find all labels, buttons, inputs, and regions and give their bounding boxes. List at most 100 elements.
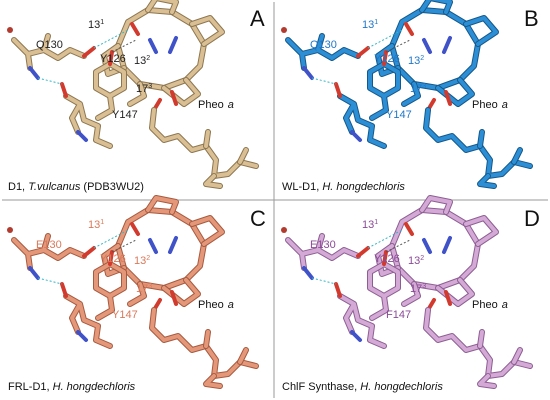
nitrogen-bond [148, 38, 158, 54]
nitrogen-bond [168, 236, 178, 254]
nitrogen-bond [168, 36, 178, 54]
oxygen-bond [444, 90, 452, 106]
position-17-3-label: 173 [136, 283, 152, 295]
residue-130-label: Q130 [310, 39, 337, 51]
residue-147-nitrogen [350, 330, 362, 342]
position-17-3-label: 173 [410, 283, 426, 295]
panel-letter: B [524, 6, 539, 31]
residue-126-label: Y126 [100, 253, 126, 265]
residue-130-label: E130 [310, 239, 336, 251]
residue-147-oxygen [60, 82, 68, 98]
residue-130-oxygen [82, 46, 96, 58]
panel-caption: D1, T.vulcanus (PDB3WU2) [8, 181, 144, 193]
hydrogen-bond [367, 229, 403, 249]
position-13-1-label: 131 [362, 19, 378, 31]
hydrogen-bond [93, 229, 129, 249]
hydrogen-bond [311, 277, 337, 285]
ring-bond [420, 196, 452, 214]
residue-130-oxygen [356, 46, 370, 58]
residue-147-label: Y147 [112, 109, 138, 121]
residue-147-label: F147 [386, 309, 411, 321]
position-13-1-label: 131 [88, 219, 104, 231]
ring-bond [402, 282, 420, 306]
oxygen-bond [130, 222, 140, 236]
panel-caption: WL-D1, H. hongdechloris [282, 181, 405, 193]
hydrogen-bond [37, 277, 63, 285]
nitrogen-bond [442, 236, 452, 254]
residue-147-chain [338, 294, 386, 348]
hydrogen-bond [111, 39, 137, 53]
residue-130-oxygen [82, 246, 96, 258]
position-13-1-label: 131 [88, 19, 104, 31]
water-molecule [7, 227, 13, 233]
residue-130-chain [286, 234, 360, 270]
residue-130-label: Q130 [36, 39, 63, 51]
residue-147-chain [338, 94, 386, 148]
residue-147-nitrogen [350, 130, 362, 142]
residue-126-label: Y126 [374, 53, 400, 65]
water-molecule [281, 27, 287, 33]
residue-130-oxygen [356, 246, 370, 258]
ring-bond [128, 82, 146, 106]
ring-bond [390, 8, 480, 90]
hydrogen-bond [367, 29, 403, 49]
phytyl-branch [204, 330, 248, 388]
hydrogen-bond [37, 77, 63, 85]
residue-147-oxygen [334, 282, 342, 298]
residue-126-label: Y126 [100, 53, 126, 65]
ring-bond [128, 282, 146, 306]
residue-130-nitrogen [28, 66, 40, 80]
residue-130-nitrogen [28, 266, 40, 280]
position-17-3-label: 173 [136, 83, 152, 95]
position-17-3-label: 173 [410, 83, 426, 95]
phytyl-branch [204, 130, 248, 188]
water-molecule [7, 27, 13, 33]
ring-bond [402, 82, 420, 106]
phytyl-branch [478, 130, 522, 188]
oxygen-bond [170, 290, 178, 306]
nitrogen-bond [148, 238, 158, 254]
water-molecule [281, 227, 287, 233]
residue-147-chain [64, 294, 112, 348]
phytyl-branch [478, 330, 522, 388]
hydrogen-bond [111, 239, 137, 253]
nitrogen-bond [422, 238, 432, 254]
residue-130-label: E130 [36, 239, 62, 251]
residue-126-oxygen [108, 250, 114, 266]
ring-bond [464, 216, 498, 246]
oxygen-bond [170, 90, 178, 106]
residue-126-oxygen [382, 50, 388, 66]
residue-147-chain [64, 94, 112, 148]
oxygen-bond [130, 22, 140, 36]
position-13-1-label: 131 [362, 219, 378, 231]
residue-147-oxygen [334, 82, 342, 98]
ring-bond [464, 16, 498, 46]
oxygen-bond [404, 22, 414, 36]
ring-bond [190, 216, 224, 246]
residue-130-chain [12, 234, 86, 270]
hydrogen-bond [385, 239, 411, 253]
ring-bond [146, 0, 178, 14]
position-13-2-label: 132 [134, 55, 150, 67]
ring-bond [116, 208, 206, 290]
residue-147-label: Y147 [112, 309, 138, 321]
ring-bond [116, 8, 206, 90]
residue-130-chain [286, 34, 360, 70]
position-13-2-label: 132 [408, 255, 424, 267]
panel-letter: A [250, 6, 265, 31]
ring-bond [390, 208, 480, 290]
residue-147-nitrogen [76, 130, 88, 142]
panel-caption: ChlF Synthase, H. hongdechloris [282, 381, 443, 393]
panel-caption: FRL-D1, H. hongdechloris [8, 381, 136, 393]
oxygen-bond [404, 222, 414, 236]
panel-letter: D [524, 206, 540, 231]
residue-147-nitrogen [76, 330, 88, 342]
position-13-2-label: 132 [408, 55, 424, 67]
residue-147-oxygen [60, 282, 68, 298]
